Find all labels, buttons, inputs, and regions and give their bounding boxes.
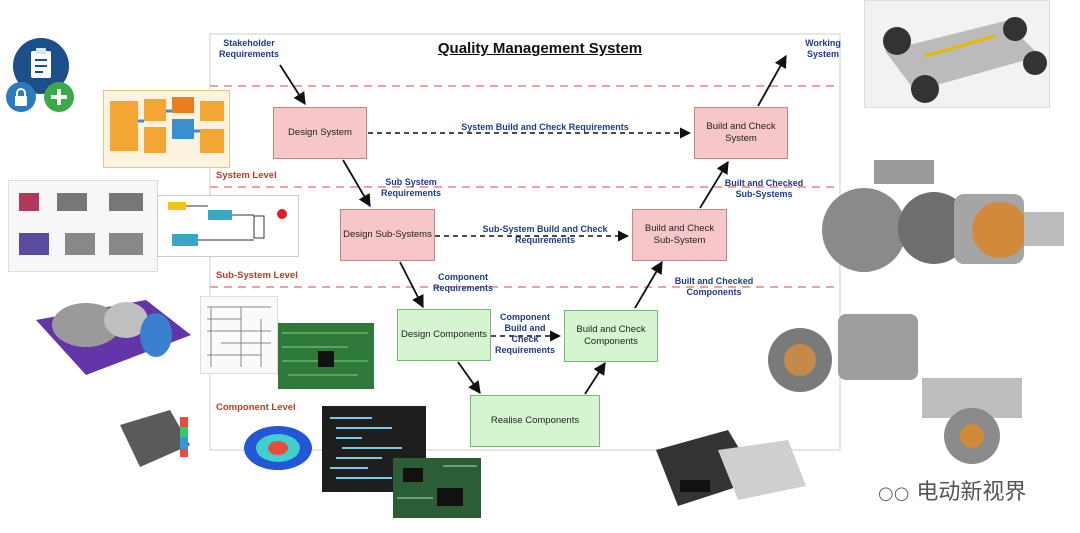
simulink-model-image bbox=[157, 195, 299, 257]
inverter-assembly-image bbox=[912, 366, 1034, 470]
motor-cutaway-image bbox=[26, 290, 196, 380]
box-build-check-system: Build and Check System bbox=[694, 107, 788, 159]
box-design-system: Design System bbox=[273, 107, 367, 159]
arrow-components-to-buildsubsystem bbox=[634, 260, 663, 309]
system-block-diagram-image bbox=[103, 90, 230, 168]
label-component-build-req: Component Build and Check Requirements bbox=[494, 312, 556, 355]
label-subsystem-build-req: Sub-System Build and Check Requirements bbox=[482, 224, 608, 245]
arrow-components-to-realise bbox=[457, 361, 481, 395]
arrow-buildsystem-to-working bbox=[757, 54, 787, 107]
clipboard-glyph bbox=[31, 48, 51, 78]
pcb-photo-image bbox=[278, 323, 374, 389]
block-diagram-art bbox=[110, 97, 224, 153]
arrow-realise-to-buildcomponents bbox=[584, 361, 606, 395]
box-design-components: Design Components bbox=[397, 309, 491, 361]
drive-unit-art bbox=[822, 160, 1064, 272]
circuit-schematic-art bbox=[207, 306, 271, 367]
arrow-subsystem-to-components bbox=[399, 261, 424, 309]
rotor-fea-art bbox=[244, 426, 312, 470]
ev-chassis-image bbox=[864, 0, 1050, 108]
pcb-art bbox=[282, 332, 368, 376]
stakeholder-requirements-label: Stakeholder Requirements bbox=[218, 38, 280, 59]
ev-chassis-art bbox=[883, 17, 1047, 103]
pcb-closeup-image bbox=[393, 458, 481, 518]
label-system-build-req: System Build and Check Requirements bbox=[461, 122, 629, 132]
electric-drive-unit-image bbox=[804, 150, 1080, 282]
plus-icon bbox=[44, 82, 74, 112]
gear-fea-image bbox=[110, 405, 200, 473]
pcb-closeup-art bbox=[397, 465, 477, 506]
box-build-check-components: Build and Check Components bbox=[564, 310, 658, 362]
simulink-art bbox=[168, 202, 287, 246]
ecu-modules-image bbox=[648, 420, 808, 516]
inverter-art bbox=[922, 378, 1022, 464]
subsystem-level-label: Sub-System Level bbox=[216, 270, 298, 281]
lock-glyph bbox=[15, 88, 27, 106]
motor-cutaway-art bbox=[36, 300, 191, 375]
watermark-text: 电动新视界 bbox=[916, 480, 1027, 505]
arrow-subsystem-to-buildsystem bbox=[699, 160, 729, 209]
component-level-label: Component Level bbox=[216, 402, 296, 413]
label-subsystem-req: Sub System Requirements bbox=[380, 177, 442, 198]
code-editor-art bbox=[330, 417, 402, 479]
rotor-fea-image bbox=[240, 420, 318, 476]
system-level-label: System Level bbox=[216, 170, 277, 181]
circuit-schematic-image bbox=[200, 296, 278, 374]
motor-housing-image bbox=[760, 300, 930, 410]
label-built-checked-components: Built and Checked Components bbox=[674, 276, 754, 297]
plus-glyph bbox=[51, 89, 67, 105]
drivetrain-art bbox=[19, 193, 143, 255]
working-system-label: Working System bbox=[805, 38, 841, 59]
gear-fea-art bbox=[120, 410, 190, 467]
wechat-icon: ○○ bbox=[878, 483, 910, 504]
box-realise-components: Realise Components bbox=[470, 395, 600, 447]
box-build-check-subsystem: Build and Check Sub-System bbox=[632, 209, 727, 261]
box-design-subsystems: Design Sub-Systems bbox=[340, 209, 435, 261]
watermark: ○○ 电动新视界 bbox=[878, 474, 1026, 506]
drivetrain-schematic-image bbox=[8, 180, 158, 272]
arrow-stakeholder-to-design bbox=[279, 64, 306, 106]
motor-housing-art bbox=[768, 314, 918, 392]
label-component-req: Component Requirements bbox=[432, 272, 494, 293]
label-built-checked-subsystems: Built and Checked Sub-Systems bbox=[724, 178, 804, 199]
lock-icon bbox=[6, 82, 36, 112]
ecu-art bbox=[656, 430, 806, 506]
arrow-system-to-subsystem bbox=[342, 159, 371, 208]
diagram-title: Quality Management System bbox=[437, 40, 643, 57]
